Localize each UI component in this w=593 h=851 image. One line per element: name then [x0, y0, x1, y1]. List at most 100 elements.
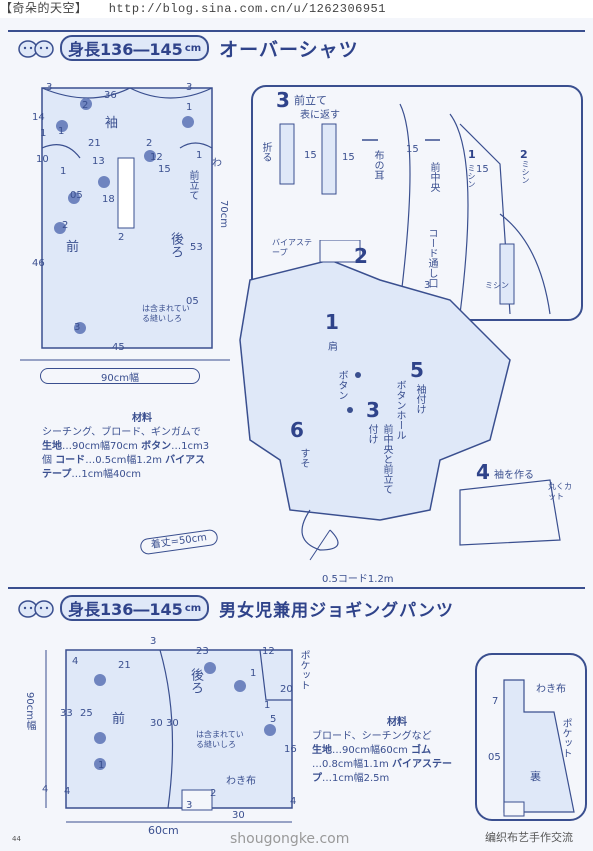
label-back: 後ろ: [168, 232, 183, 258]
page-number: 44: [12, 835, 21, 843]
footer-brand: 编织布艺手作交流: [485, 831, 573, 844]
shirt-dim: 1: [60, 166, 67, 177]
label-front: 前: [66, 240, 80, 255]
assembly-step-5-text: 袖付け: [414, 384, 425, 414]
shirt-dim: 3: [186, 82, 193, 93]
pants-dim: 4: [72, 656, 79, 667]
assembly-bias-tape: バイアステープ: [272, 238, 312, 257]
placket-dim-15b: 15: [342, 152, 355, 163]
assembly-round-cut: 丸くカット: [548, 482, 572, 501]
placket-machine-3: ミシン: [485, 281, 509, 290]
assembly-button: ボタン: [336, 370, 347, 400]
koala-icon: [18, 40, 54, 58]
shirt-dim: 1: [186, 102, 193, 113]
pants-dim: 21: [118, 660, 131, 671]
pants-dim: 30: [166, 718, 179, 729]
shirt-dim: 1: [196, 150, 203, 161]
assembly-buttonhole: ボタンホール: [394, 380, 405, 440]
placket-steps-frame: [251, 85, 583, 321]
watermark-bar: 【奇朵的天空】 http://blog.sina.com.cn/u/126230…: [0, 0, 593, 18]
pants-label-side-cloth: わき布: [226, 776, 256, 787]
pants-seam-note: は含まれている縫いしろ: [196, 730, 244, 749]
label-seam-note: は含まれている縫いしろ: [142, 304, 190, 323]
pants-dim: 25: [80, 708, 93, 719]
koala-icon-2: [18, 600, 54, 618]
pants-dim: 4: [42, 784, 49, 795]
assembly-step-1-text: 肩: [328, 342, 338, 353]
placket-machine-2: ミシン: [521, 160, 530, 184]
shirt-dim: 21: [88, 138, 101, 149]
pants-dim: 16: [284, 744, 297, 755]
pants-dim: 3: [186, 800, 193, 811]
pants-dim: 4: [290, 796, 297, 807]
pants-width: 60cm: [148, 824, 179, 837]
shirt-materials-head: 材料: [132, 413, 152, 424]
label-70cm: 70cm: [218, 200, 229, 228]
placket-dim-15a: 15: [304, 150, 317, 161]
pants-dim: 1: [264, 700, 271, 711]
pants-materials-line1: ブロード、シーチングなど: [312, 731, 432, 742]
shirt-dim: 1: [58, 126, 65, 137]
watermark-site: 【奇朵的天空】: [0, 2, 88, 16]
waist-length-pill: 着丈=50cm: [139, 528, 219, 556]
pocket-dim-7: 7: [492, 696, 499, 707]
shirt-materials-line1: シーチング、ブロード、ギンガムで: [42, 427, 201, 438]
shirt-dim: 1: [40, 128, 47, 139]
shirt-dim: 12: [150, 152, 163, 163]
placket-cord-hole: コード通し口: [426, 228, 437, 288]
assembly-step-3: 3: [366, 398, 380, 422]
shirt-dim: 05: [186, 296, 199, 307]
shirt-dim: 2: [118, 232, 125, 243]
pants-title: 男女児兼用ジョギングパンツ: [219, 600, 455, 621]
pants-materials: 材料 ブロード、シーチングなど 生地…90cm幅60cm ゴム …0.8cm幅1…: [312, 716, 482, 786]
pants-dim: 30: [232, 810, 245, 821]
placket-center-front: 前中央: [428, 162, 439, 192]
shirt-dim: 15: [158, 164, 171, 175]
pants-label-front: 前: [112, 712, 126, 727]
shirt-dim: 2: [146, 138, 153, 149]
fabric-width-pill: 90cm幅: [40, 368, 200, 384]
placket-dim-2: 2: [520, 148, 528, 161]
assembly-step-3-text: 前中央と前立て付け: [366, 424, 392, 494]
pants-dim: 30: [150, 718, 163, 729]
mid-rule: [8, 587, 585, 589]
shirt-dim: 13: [92, 156, 105, 167]
shirt-dim: 05: [70, 190, 83, 201]
shirt-dim: 10: [36, 154, 49, 165]
pants-dim: 12: [262, 646, 275, 657]
pocket-detail-frame: [475, 653, 587, 821]
pants-dim: 20: [280, 684, 293, 695]
placket-show-front: 表に返す: [300, 110, 340, 121]
shirt-dim: わ: [212, 158, 222, 169]
assembly-step-1: 1: [325, 310, 339, 334]
placket-dim-1: 1: [468, 148, 476, 161]
pocket-side-cloth: わき布: [536, 684, 566, 695]
pants-label-back: 後ろ: [188, 668, 203, 694]
pants-label-pocket: ポケット: [298, 650, 309, 690]
placket-machine-1: ミシン: [467, 164, 476, 188]
shirt-dim: 36: [104, 90, 117, 101]
placket-dim-3: 3: [424, 280, 431, 291]
assembly-step-4: 4: [476, 460, 490, 484]
pocket-label: ポケット: [560, 718, 571, 758]
pants-dim: 2: [210, 788, 217, 799]
pants-dim: 23: [196, 646, 209, 657]
assembly-step-4-text: 袖を作る: [494, 470, 534, 481]
shirt-pattern-diagram: [20, 87, 230, 361]
label-placket: 前立て: [187, 170, 198, 200]
shirt-dim: 45: [112, 342, 125, 353]
pants-90cm: 90cm幅: [24, 692, 35, 730]
assembly-step-6: 6: [290, 418, 304, 442]
pants-dim: 5: [270, 714, 277, 725]
shirt-dim: 53: [190, 242, 203, 253]
pocket-back: 裏: [530, 770, 541, 783]
placket-step-title: 前立て: [294, 94, 327, 107]
top-rule: [8, 30, 585, 32]
watermark-url: http://blog.sina.com.cn/u/1262306951: [108, 2, 386, 16]
pants-dim: 3: [150, 636, 157, 647]
assembly-cord: 0.5コード1.2m: [322, 574, 394, 585]
placket-dim-15c: 15: [406, 144, 419, 155]
